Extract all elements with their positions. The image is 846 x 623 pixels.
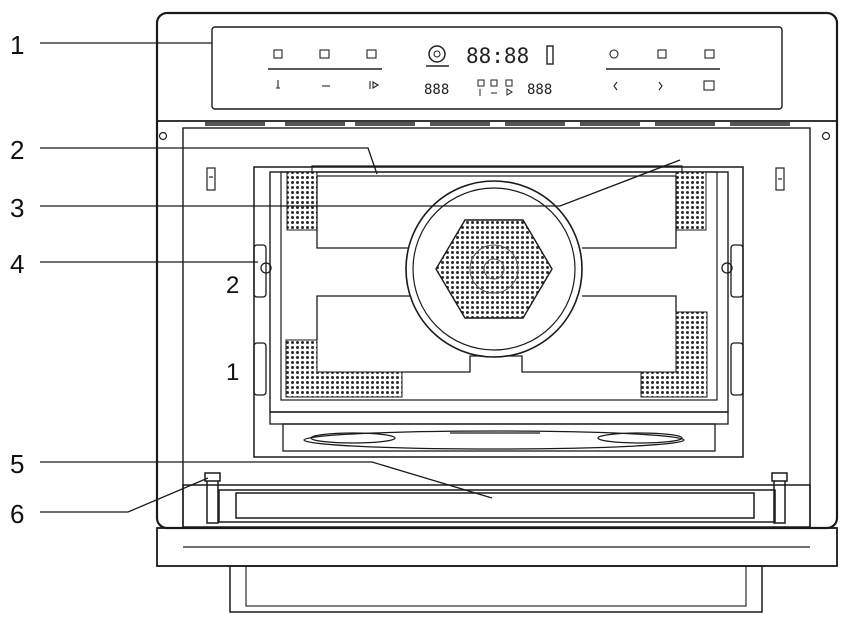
oven-door — [182, 472, 811, 528]
rack-level-2: 2 — [226, 272, 239, 299]
grill-button-icon[interactable] — [366, 49, 377, 59]
fan-guard — [435, 219, 553, 319]
stop-button-icon[interactable] — [703, 80, 715, 91]
steam-button-icon[interactable] — [704, 49, 715, 59]
arrow-right-icon[interactable] — [658, 81, 663, 91]
leader-line-2 — [40, 147, 378, 175]
mode-button-icon[interactable] — [273, 49, 283, 59]
level-indicator — [546, 45, 554, 65]
callout-1: 1 — [10, 30, 24, 60]
clock-button-icon[interactable] — [609, 49, 619, 59]
screw-right — [821, 131, 831, 141]
display-area: 88:88 888 888 — [424, 44, 554, 98]
control-panel — [211, 26, 783, 110]
callout-5: 5 — [10, 449, 24, 479]
thermometer-icon[interactable] — [276, 80, 280, 89]
control-panel-buttons — [268, 49, 720, 91]
arrow-left-icon[interactable] — [613, 81, 618, 91]
leader-line-3 — [40, 159, 681, 207]
bottom-tray — [269, 411, 729, 452]
play-icon[interactable] — [369, 81, 380, 89]
microwave-button-icon[interactable] — [319, 49, 330, 59]
callout-3: 3 — [10, 193, 24, 223]
left-display: 888 — [424, 82, 449, 98]
leader-lines — [40, 42, 681, 513]
side-rack-guides — [253, 244, 744, 396]
rack-level-1: 1 — [226, 359, 239, 386]
status-icons — [477, 79, 513, 96]
leader-line-6 — [40, 477, 209, 513]
defrost-button-icon[interactable] — [657, 49, 667, 59]
convection-fan — [405, 180, 583, 358]
fan-mode-icon — [428, 45, 446, 63]
top-heating-element — [311, 165, 683, 177]
door-latches — [206, 167, 785, 191]
screw-left — [158, 131, 168, 141]
vent-strip — [205, 122, 790, 126]
leader-line-5 — [40, 461, 493, 499]
callout-6: 6 — [10, 499, 24, 529]
main-time-display: 88:88 — [466, 44, 529, 68]
base-plinth — [156, 527, 838, 613]
callout-4: 4 — [10, 249, 24, 279]
callout-2: 2 — [10, 135, 24, 165]
right-display: 888 — [527, 82, 552, 98]
